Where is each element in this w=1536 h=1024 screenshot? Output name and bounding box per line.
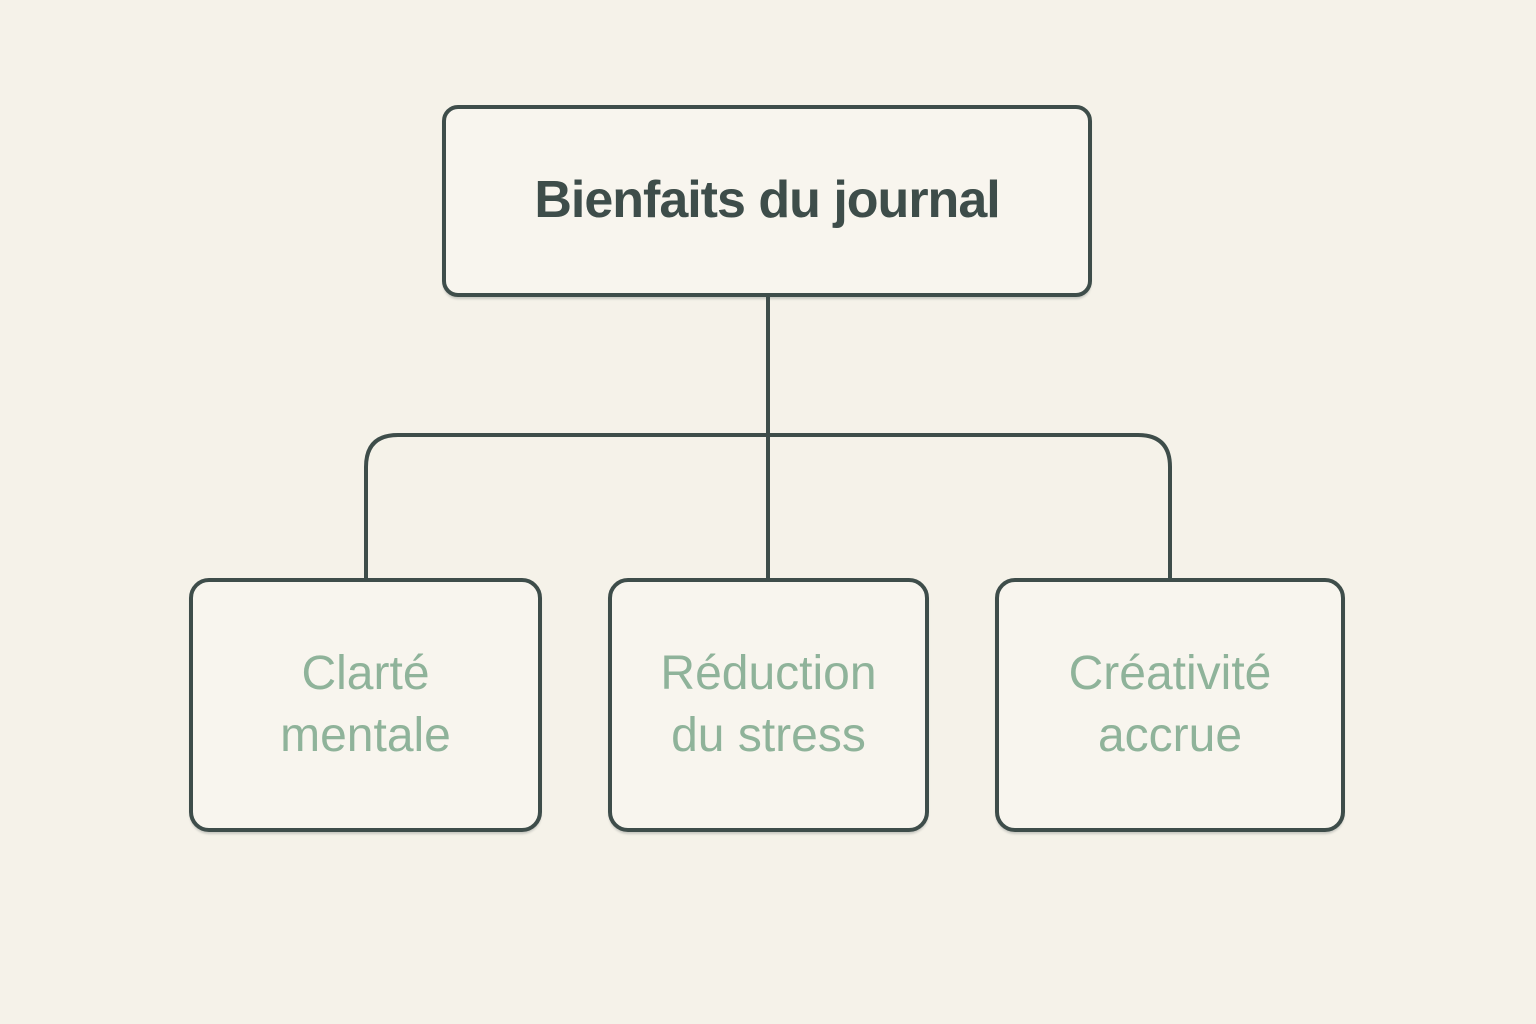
node-clarte-mentale: Clarté mentale (189, 578, 542, 832)
root-label: Bienfaits du journal (534, 171, 1000, 230)
child-label-clarte-mentale: Clarté mentale (280, 646, 451, 762)
node-root: Bienfaits du journal (442, 105, 1092, 297)
child-label-creativite-accrue: Créativité accrue (1068, 646, 1272, 762)
connector-branch-bar (364, 433, 1172, 580)
node-reduction-du-stress: Réduction du stress (608, 578, 929, 832)
child-label-reduction-du-stress: Réduction du stress (660, 646, 877, 762)
node-creativite-accrue: Créativité accrue (995, 578, 1345, 832)
